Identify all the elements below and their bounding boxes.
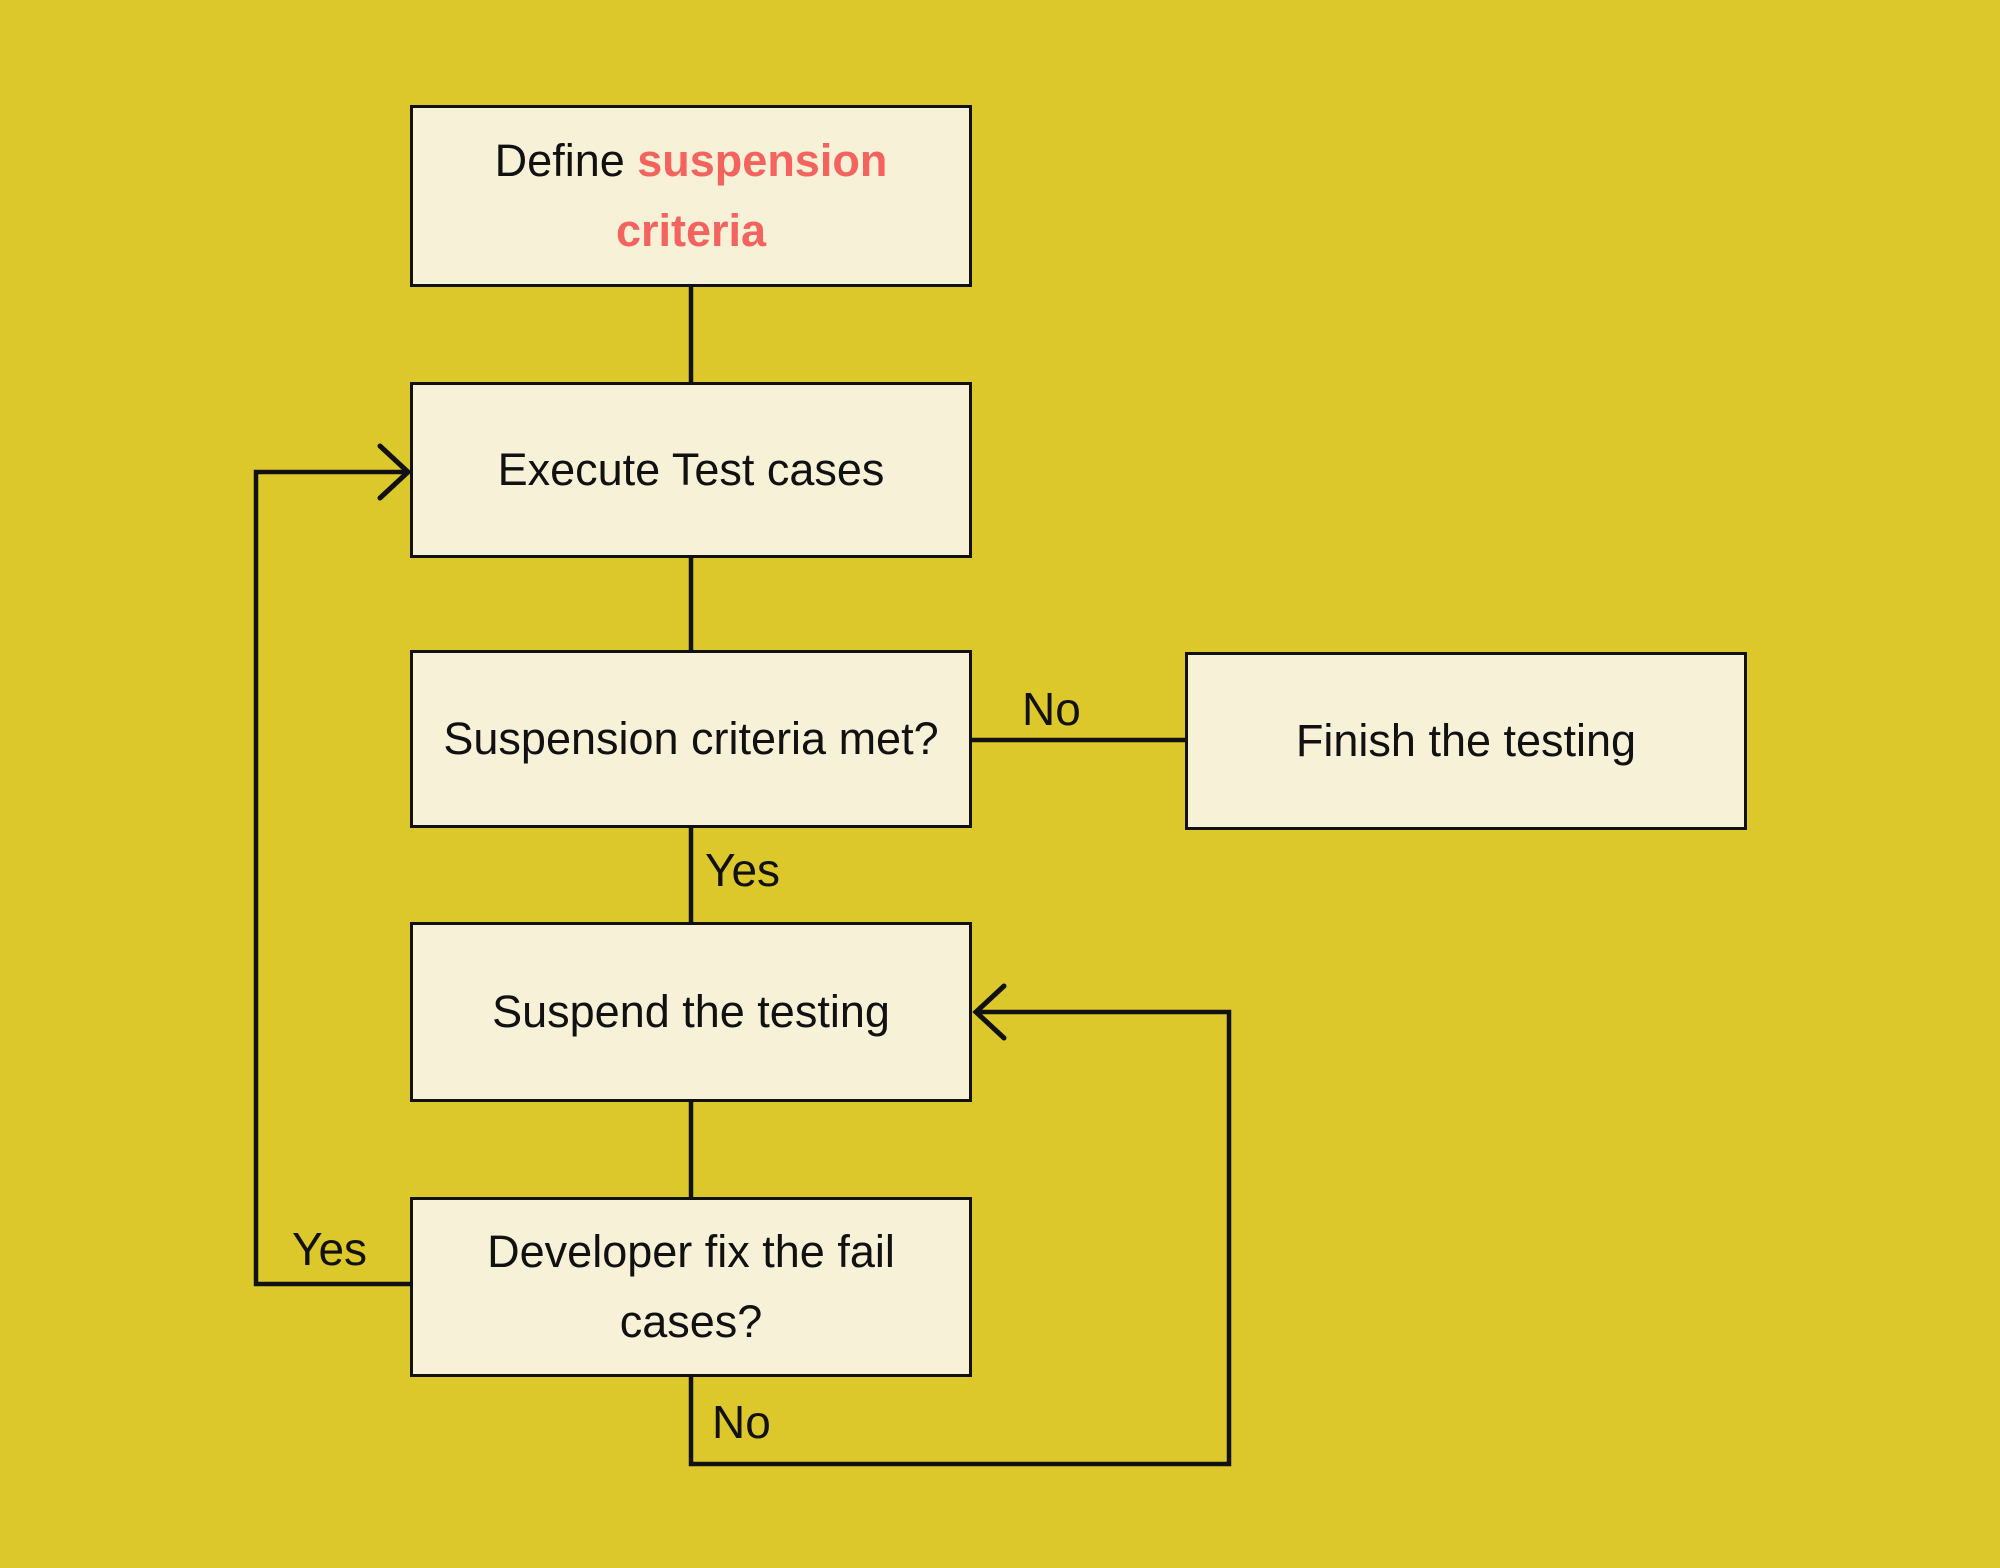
node-developer-fix-label: Developer fix the fail cases? xyxy=(487,1226,895,1347)
node-suspend-the-testing: Suspend the testing xyxy=(410,922,972,1102)
node-execute-test-cases: Execute Test cases xyxy=(410,382,972,558)
node-execute-label: Execute Test cases xyxy=(497,444,885,496)
edge-developer-to-suspend-loop xyxy=(688,1009,1232,1467)
node-finish-the-testing: Finish the testing xyxy=(1185,652,1747,830)
node-define-label: Define suspension criteria xyxy=(443,126,939,266)
arrowhead-into-suspend xyxy=(972,983,1007,1041)
edge-label-no-loop: No xyxy=(712,1396,771,1448)
node-criteria-met-label: Suspension criteria met? xyxy=(443,713,939,765)
edge-label-yes-to-suspend: Yes xyxy=(705,844,781,896)
node-finish-label: Finish the testing xyxy=(1295,715,1637,767)
edge-label-yes-loop: Yes xyxy=(292,1223,368,1275)
node-define-suspension-criteria: Define suspension criteria xyxy=(410,105,972,287)
edge-label-no-to-finish: No xyxy=(1022,683,1081,735)
node-suspend-label: Suspend the testing xyxy=(492,986,890,1038)
node-developer-fix-fail-cases: Developer fix the fail cases? xyxy=(410,1197,972,1377)
node-define-label-accent: suspension criteria xyxy=(615,135,888,256)
node-define-label-prefix: Define xyxy=(494,135,638,187)
edge-developer-to-execute-loop xyxy=(253,469,412,1287)
node-suspension-criteria-met: Suspension criteria met? xyxy=(410,650,972,828)
arrowhead-into-execute xyxy=(377,443,412,501)
